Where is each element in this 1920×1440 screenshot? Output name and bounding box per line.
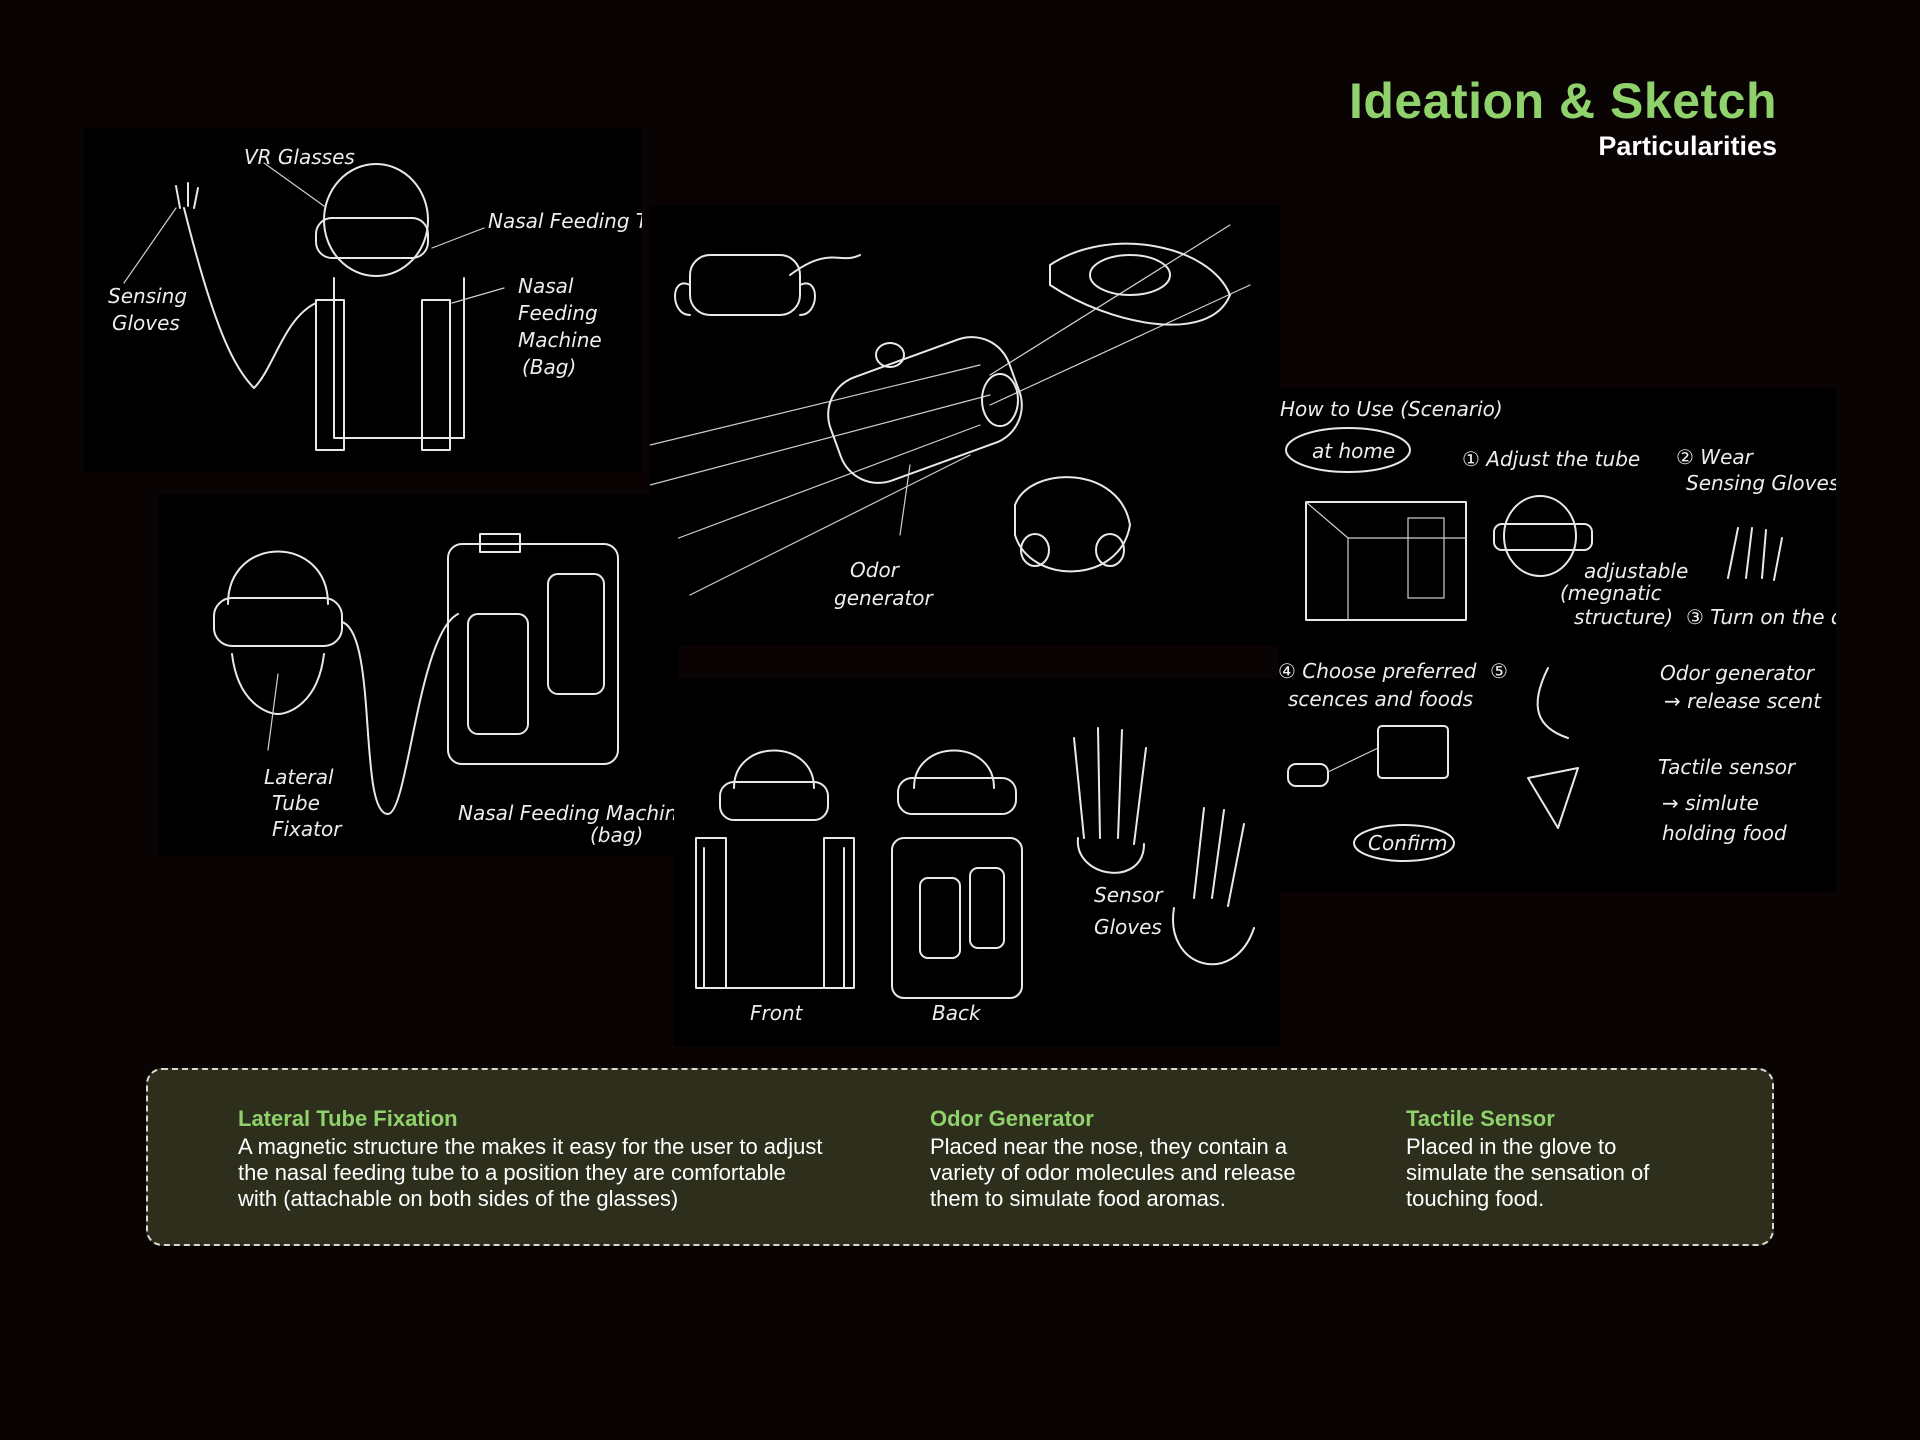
label-step2b: Sensing Gloves	[1686, 471, 1836, 495]
label-step4b: scences and foods	[1288, 687, 1473, 711]
label-step2a: ② Wear	[1676, 445, 1755, 469]
features-panel: Lateral Tube Fixation A magnetic structu…	[146, 1068, 1774, 1246]
label-lateral: Lateral	[264, 765, 334, 789]
label-odor: Odor	[850, 558, 901, 582]
feature-line: the nasal feeding tube to a position the…	[238, 1160, 786, 1185]
label-odor-generator: Odor generator	[1660, 661, 1816, 685]
label-nasal-feeding-machine: Nasal Feeding Machine	[458, 801, 678, 825]
feature-line: simulate the sensation of	[1406, 1160, 1650, 1185]
label-holding-food: holding food	[1662, 821, 1787, 845]
label-simlute: → simlute	[1662, 791, 1759, 815]
label-vr-glasses: VR Glasses	[244, 145, 355, 169]
page-subtitle: Particularities	[1598, 131, 1777, 161]
label-step3: ③ Turn on the device	[1686, 605, 1836, 629]
sketch-headset-views: Odor generator	[650, 205, 1280, 645]
sketch-vr-user-drawing: VR Glasses Nasal Feeding Tube Sensing Gl…	[108, 145, 642, 451]
feature-odor-generator: Odor Generator Placed near the nose, the…	[930, 1106, 1350, 1212]
sketch-vr-user: VR Glasses Nasal Feeding Tube Sensing Gl…	[84, 128, 642, 472]
feature-line: Placed near the nose, they contain a	[930, 1134, 1288, 1159]
feature-lateral-tube-fixation: Lateral Tube Fixation A magnetic structu…	[238, 1106, 878, 1212]
label-megnatic: (megnatic	[1560, 581, 1662, 605]
label-gloves: Gloves	[112, 311, 180, 335]
sketch-how-to-use: How to Use (Scenario) at home ① Adjust t…	[1278, 388, 1836, 892]
label-bag: (Bag)	[522, 355, 576, 379]
sketch-front-back-gloves: Front Back Sensor Gloves	[674, 678, 1280, 1046]
label-tube: Tube	[272, 791, 320, 815]
sketch-tube-and-machine: Lateral Tube Fixator Nasal Feeding Machi…	[158, 494, 678, 856]
label-feeding: Feeding	[518, 301, 598, 325]
label-sensor-gloves: Gloves	[1094, 915, 1162, 939]
sketch-front-back-drawing: Front Back Sensor Gloves	[695, 727, 1255, 1025]
feature-line: touching food.	[1406, 1186, 1545, 1211]
label-sensor: Sensor	[1094, 883, 1164, 907]
label-nasal: Nasal	[518, 274, 574, 298]
page-title: Ideation & Sketch	[1348, 73, 1777, 129]
label-machine: Machine	[518, 328, 602, 352]
feature-line: A magnetic structure the makes it easy f…	[238, 1134, 823, 1159]
label-nasal-feeding-tube: Nasal Feeding Tube	[488, 209, 642, 233]
label-confirm: Confirm	[1368, 831, 1448, 855]
label-generator: generator	[834, 586, 935, 610]
feature-title: Tactile Sensor	[1406, 1106, 1555, 1131]
label-sensing: Sensing	[108, 284, 187, 308]
label-back: Back	[932, 1001, 982, 1025]
feature-line: them to simulate food aromas.	[930, 1186, 1226, 1211]
feature-line: variety of odor molecules and release	[930, 1160, 1296, 1185]
label-step5: ⑤	[1490, 659, 1508, 683]
feature-line: with (attachable on both sides of the gl…	[238, 1186, 679, 1211]
feature-line: Placed in the glove to	[1406, 1134, 1617, 1159]
label-at-home: at home	[1312, 439, 1395, 463]
feature-title: Lateral Tube Fixation	[238, 1106, 458, 1131]
label-structure: structure)	[1574, 605, 1673, 629]
sketch-scenario-drawing: How to Use (Scenario) at home ① Adjust t…	[1278, 397, 1836, 862]
sketch-tube-drawing: Lateral Tube Fixator Nasal Feeding Machi…	[213, 533, 678, 847]
label-adjustable: adjustable	[1584, 559, 1688, 583]
feature-tactile-sensor: Tactile Sensor Placed in the glove to si…	[1406, 1106, 1736, 1212]
sketch-headset-drawing: Odor generator	[650, 224, 1251, 610]
feature-title: Odor Generator	[930, 1106, 1094, 1131]
label-step4a: ④ Choose preferred	[1278, 659, 1477, 683]
label-front: Front	[750, 1001, 804, 1025]
label-release-scent: → release scent	[1664, 689, 1822, 713]
label-step1: ① Adjust the tube	[1462, 447, 1640, 471]
label-how-to-use: How to Use (Scenario)	[1280, 397, 1503, 421]
label-bag-lower: (bag)	[590, 823, 643, 847]
label-tactile-sensor: Tactile sensor	[1658, 755, 1797, 779]
label-fixator: Fixator	[272, 817, 343, 841]
